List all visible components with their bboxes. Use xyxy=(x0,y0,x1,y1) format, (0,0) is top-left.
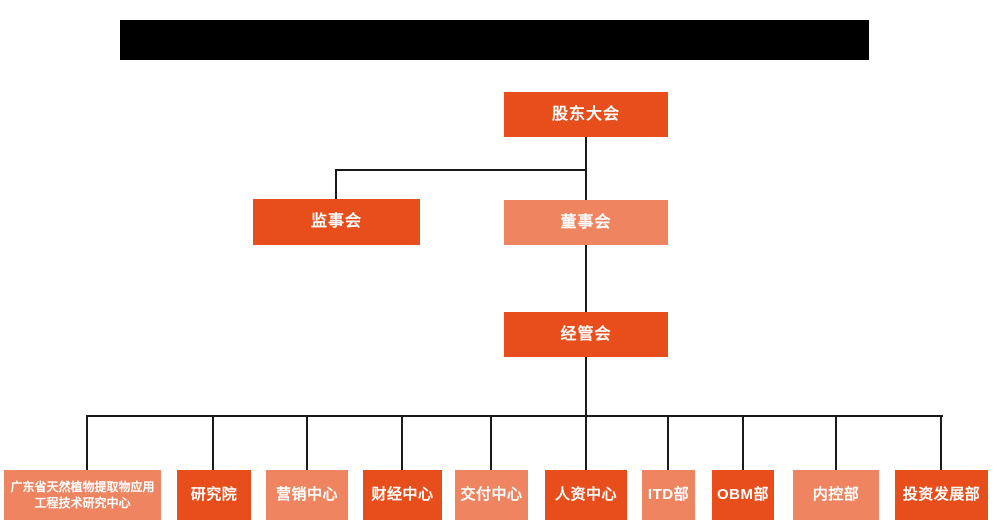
connector-drop-4 xyxy=(401,415,403,470)
connector-drop-9 xyxy=(835,415,837,470)
connector-drop-6 xyxy=(585,415,587,470)
connector-drop-7 xyxy=(667,415,669,470)
org-node-dept-delivery-center: 交付中心 xyxy=(455,470,528,520)
org-node-board-of-directors: 董事会 xyxy=(504,200,668,245)
connector-drop-8 xyxy=(742,415,744,470)
org-node-shareholders-meeting: 股东大会 xyxy=(504,92,668,137)
connector-root-to-board xyxy=(585,137,587,200)
org-node-supervisory-board: 监事会 xyxy=(253,199,420,245)
connector-board-to-management xyxy=(585,245,587,312)
connector-bottom-horizontal xyxy=(86,415,943,417)
org-node-dept-itd: ITD部 xyxy=(642,470,695,520)
org-node-dept-marketing-center: 营销中心 xyxy=(266,470,348,520)
connector-drop-3 xyxy=(306,415,308,470)
redacted-title-bar xyxy=(120,20,869,60)
connector-management-down xyxy=(585,357,587,415)
connector-to-supervisory xyxy=(335,169,337,200)
org-node-dept-obm: OBM部 xyxy=(712,470,774,520)
org-node-dept-internal-control: 内控部 xyxy=(793,470,879,520)
org-node-dept-investment-development: 投资发展部 xyxy=(895,470,988,520)
org-node-dept-research-institute: 研究院 xyxy=(177,470,251,520)
org-node-management-committee: 经管会 xyxy=(504,312,668,357)
org-node-dept-research-center: 广东省天然植物提取物应用工程技术研究中心 xyxy=(4,470,161,520)
org-node-dept-finance-center: 财经中心 xyxy=(363,470,442,520)
connector-branch-horizontal xyxy=(335,169,587,171)
connector-drop-2 xyxy=(212,415,214,470)
connector-drop-5 xyxy=(490,415,492,470)
org-node-dept-hr-center: 人资中心 xyxy=(545,470,627,520)
connector-drop-10 xyxy=(940,415,942,470)
connector-drop-1 xyxy=(86,415,88,470)
